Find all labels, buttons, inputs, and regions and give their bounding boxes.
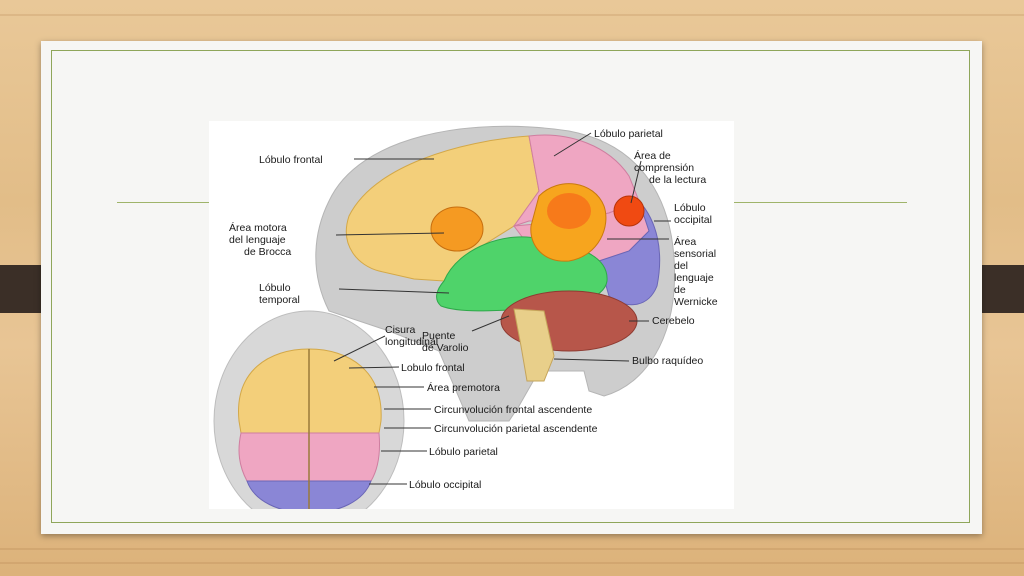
label-wernicke-6: Wernicke bbox=[674, 296, 718, 308]
label-cisura-1: Cisura bbox=[385, 324, 416, 336]
topview-frontal bbox=[238, 348, 382, 434]
reading-area bbox=[613, 195, 645, 227]
broca-area bbox=[430, 206, 484, 252]
leader-lines bbox=[333, 132, 671, 485]
label-broca-2: del lenguaje bbox=[229, 234, 286, 246]
label-wernicke-3: del bbox=[674, 260, 688, 272]
wernicke-core bbox=[547, 193, 591, 229]
label-wernicke-2: sensorial bbox=[674, 248, 716, 260]
right-rule bbox=[734, 202, 907, 203]
label-parietal: Lóbulo parietal bbox=[594, 128, 663, 140]
label-occipital-2: occipital bbox=[674, 214, 712, 226]
label-bulbo: Bulbo raquídeo bbox=[632, 355, 703, 367]
label-occipital-1: Lóbulo bbox=[674, 202, 706, 214]
label-wernicke-4: lenguaje bbox=[674, 272, 714, 284]
label-lectura-1: Área de bbox=[634, 149, 671, 162]
occipital-lobe bbox=[598, 200, 661, 306]
label-top-frontal: Lobulo frontal bbox=[401, 362, 465, 374]
label-wernicke-1: Área bbox=[674, 235, 696, 248]
label-puente-2: de Varolio bbox=[422, 342, 469, 354]
label-puente-1: Puente bbox=[422, 330, 455, 342]
slide: Lóbulo frontal Lóbulo parietal Área de c… bbox=[41, 41, 982, 534]
label-top-occipital: Lóbulo occipital bbox=[409, 479, 481, 491]
label-top-circ-frontal: Circunvolución frontal ascendente bbox=[434, 404, 592, 416]
brain-diagram-svg: Lóbulo frontal Lóbulo parietal Área de c… bbox=[213, 125, 718, 509]
slide-border bbox=[51, 50, 970, 523]
label-cerebelo: Cerebelo bbox=[652, 315, 695, 327]
label-frontal: Lóbulo frontal bbox=[259, 154, 323, 166]
label-top-premotora: Área premotora bbox=[427, 381, 500, 394]
label-temporal-2: temporal bbox=[259, 294, 300, 306]
label-cisura-2: longitudinal bbox=[385, 336, 438, 348]
label-top-parietal: Lóbulo parietal bbox=[429, 446, 498, 458]
label-lectura-3: de la lectura bbox=[649, 174, 706, 186]
label-top-circ-parietal: Circunvolución parietal ascendente bbox=[434, 423, 598, 435]
label-wernicke-5: de bbox=[674, 284, 686, 296]
brainstem bbox=[513, 308, 555, 382]
label-broca-3: de Brocca bbox=[244, 246, 291, 258]
label-lectura-2: comprensión bbox=[634, 162, 694, 174]
label-broca-1: Área motora bbox=[229, 221, 287, 234]
label-temporal-1: Lóbulo bbox=[259, 282, 291, 294]
brain-diagram: Lóbulo frontal Lóbulo parietal Área de c… bbox=[209, 121, 734, 509]
left-rule bbox=[117, 202, 209, 203]
